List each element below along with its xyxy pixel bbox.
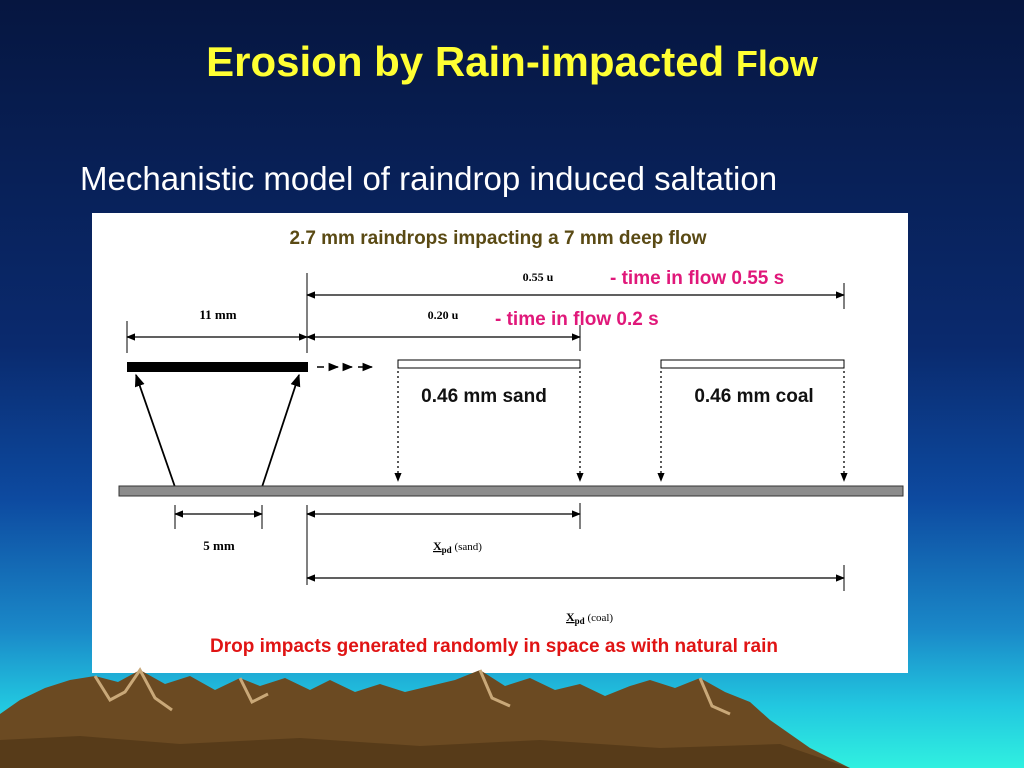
- diagram-panel: 2.7 mm raindrops impacting a 7 mm deep f…: [92, 213, 908, 673]
- mountain-shadow: [0, 736, 850, 768]
- channel-bed: [118, 485, 904, 497]
- fall-lines: [394, 371, 848, 482]
- xpd-coal-sub: pd: [575, 616, 585, 626]
- sand-bar: [397, 359, 581, 369]
- label-sand: 0.46 mm sand: [421, 386, 547, 407]
- xpd-coal-x: X: [566, 610, 575, 624]
- slide-subtitle: Mechanistic model of raindrop induced sa…: [80, 160, 778, 197]
- coal-bar: [660, 359, 845, 369]
- slide-title: Erosion by Rain-impacted Flow: [0, 38, 1024, 86]
- label-5mm: 5 mm: [203, 538, 235, 553]
- label-coal: 0.46 mm coal: [694, 386, 813, 407]
- label-xpd-coal: Xpd (coal): [566, 610, 613, 626]
- saltation-diagram: 2.7 mm raindrops impacting a 7 mm deep f…: [118, 228, 904, 657]
- raindrop-bar: [127, 362, 308, 372]
- xpd-sand-x: X: [433, 539, 442, 553]
- xpd-sand-tail: (sand): [452, 541, 483, 553]
- splash-arrow-right: [261, 373, 301, 488]
- splash-arrow-left: [134, 373, 176, 488]
- title-main: Erosion by Rain-impacted: [206, 38, 725, 85]
- label-11mm: 11 mm: [199, 307, 236, 322]
- label-020u: 0.20 u: [428, 308, 459, 322]
- time-label-02: - time in flow 0.2 s: [495, 309, 659, 330]
- diagram-heading: 2.7 mm raindrops impacting a 7 mm deep f…: [289, 228, 706, 249]
- mountain-highlights: [93, 667, 731, 716]
- label-xpd-sand: Xpd (sand): [433, 539, 482, 555]
- xpd-coal-tail: (coal): [585, 612, 614, 624]
- xpd-sand-sub: pd: [442, 545, 452, 555]
- label-055u: 0.55 u: [523, 270, 554, 284]
- time-label-055: - time in flow 0.55 s: [610, 268, 784, 289]
- mountain-range-decoration: [0, 667, 850, 768]
- title-tail: Flow: [735, 43, 818, 84]
- diagram-footer: Drop impacts generated randomly in space…: [210, 636, 778, 657]
